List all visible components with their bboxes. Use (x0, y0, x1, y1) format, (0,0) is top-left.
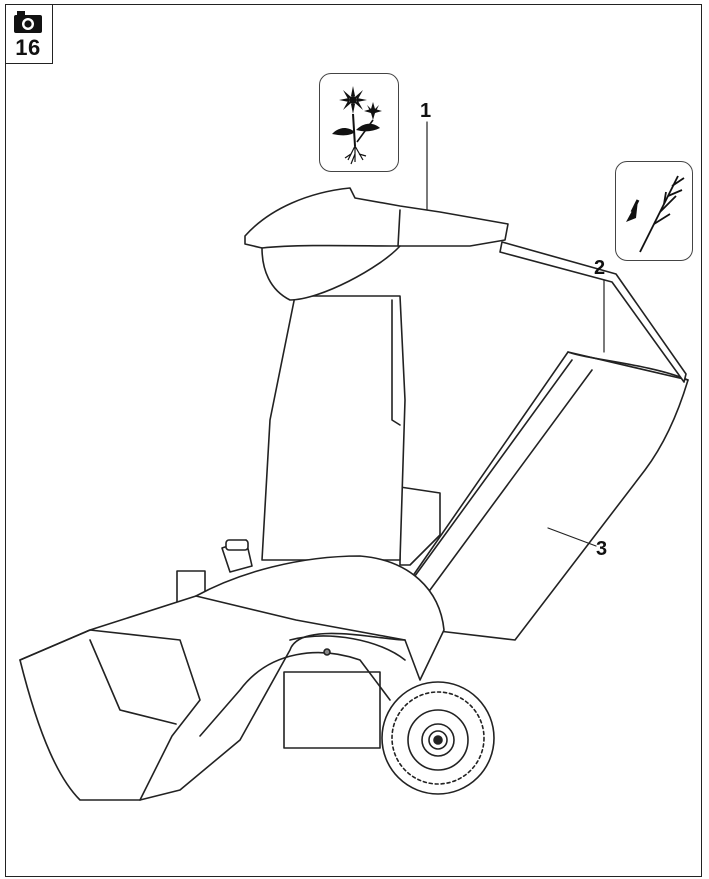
soft-garden-waste-flower-icon (332, 86, 382, 165)
branch-feed-arrow-icon (626, 175, 685, 253)
hopper-tube (261, 295, 406, 561)
callout-3: 3 (596, 538, 608, 560)
camera-icon (14, 11, 42, 33)
figure-badge: 16 (5, 4, 53, 64)
callout-2: 2 (594, 257, 606, 279)
base-box (283, 671, 381, 749)
knob-cap (225, 539, 249, 551)
hopper-lid (244, 187, 509, 301)
wheel (381, 681, 495, 795)
safety-bar (499, 241, 687, 383)
callout-1: 1 (420, 100, 432, 122)
pictogram-soft-waste (319, 73, 399, 172)
figure-number: 16 (15, 35, 41, 60)
feed-chute (409, 351, 689, 641)
pictogram-branches (615, 161, 693, 261)
